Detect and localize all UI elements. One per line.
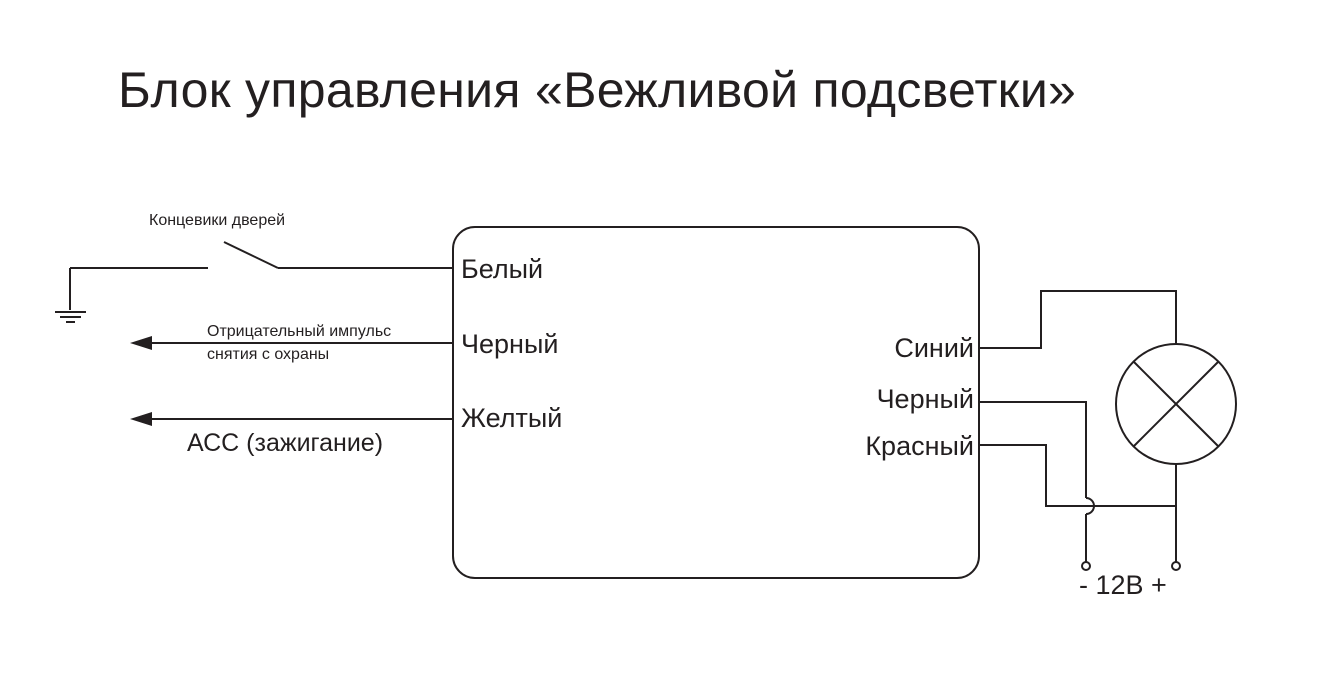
red-wire	[979, 444, 1176, 507]
ground-icon	[55, 268, 86, 323]
diagram-title: Блок управления «Вежливой подсветки»	[118, 62, 1077, 118]
door-switch-icon	[223, 241, 279, 269]
blue-wire	[979, 290, 1177, 349]
pin-red-label: Красный	[865, 431, 974, 461]
arrow-left-icon	[130, 412, 152, 426]
pin-black-right-label: Черный	[876, 384, 974, 414]
door-switches-label: Концевики дверей	[149, 212, 286, 229]
minus-terminal-icon	[1081, 561, 1091, 571]
pin-yellow-label: Желтый	[461, 403, 563, 433]
supply-voltage-label: - 12В +	[1079, 570, 1167, 600]
black-wire-right	[979, 401, 1087, 498]
acc-label: АСС (зажигание)	[187, 429, 384, 457]
negative-pulse-label-line1: Отрицательный импульс	[207, 323, 392, 340]
pin-black-left-label: Черный	[461, 329, 559, 359]
lamp-icon	[1115, 343, 1237, 465]
arrow-left-icon	[130, 336, 152, 350]
negative-pulse-label-line2: снятия с охраны	[207, 346, 330, 363]
plus-terminal-icon	[1171, 561, 1181, 571]
pin-blue-label: Синий	[894, 333, 974, 363]
pin-white-label: Белый	[461, 254, 544, 284]
